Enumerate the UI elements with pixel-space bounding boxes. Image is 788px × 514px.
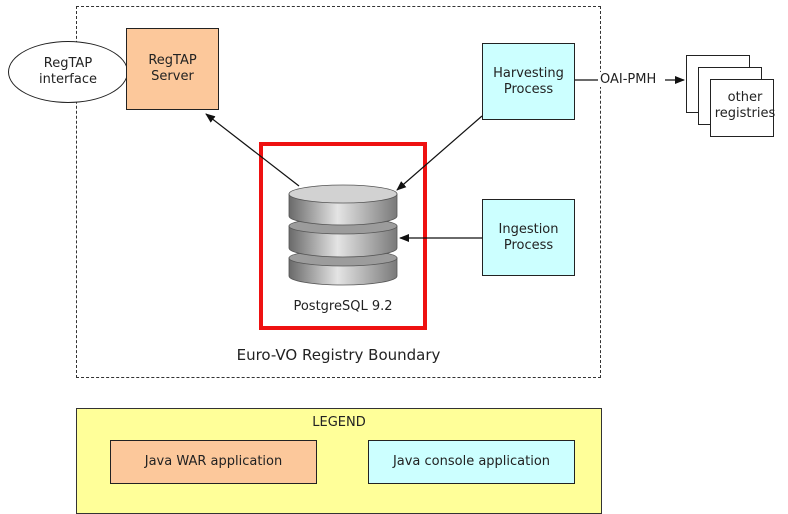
oai-pmh-label: OAI-PMH — [599, 72, 658, 87]
registry-doc-front — [710, 79, 774, 137]
database-highlight-frame — [259, 142, 427, 330]
database-icon — [288, 184, 398, 286]
db-to-regtap-arrow — [205, 113, 300, 187]
other-registries-label: other registries — [714, 90, 776, 121]
harvesting-process-node: Harvesting Process — [482, 43, 575, 120]
legend-war-swatch: Java WAR application — [110, 440, 317, 484]
ingestion-process-node: Ingestion Process — [482, 199, 575, 276]
boundary-label: Euro-VO Registry Boundary — [236, 346, 441, 364]
registry-boundary — [76, 6, 601, 378]
regtap-server-node: RegTAP Server — [126, 28, 219, 110]
legend-console-swatch: Java console application — [368, 440, 575, 484]
harvesting-to-db-arrow — [396, 115, 483, 191]
database-label: PostgreSQL 9.2 — [293, 299, 393, 314]
regtap-interface-node: RegTAP interface — [8, 41, 128, 103]
legend-title: LEGEND — [312, 415, 366, 430]
